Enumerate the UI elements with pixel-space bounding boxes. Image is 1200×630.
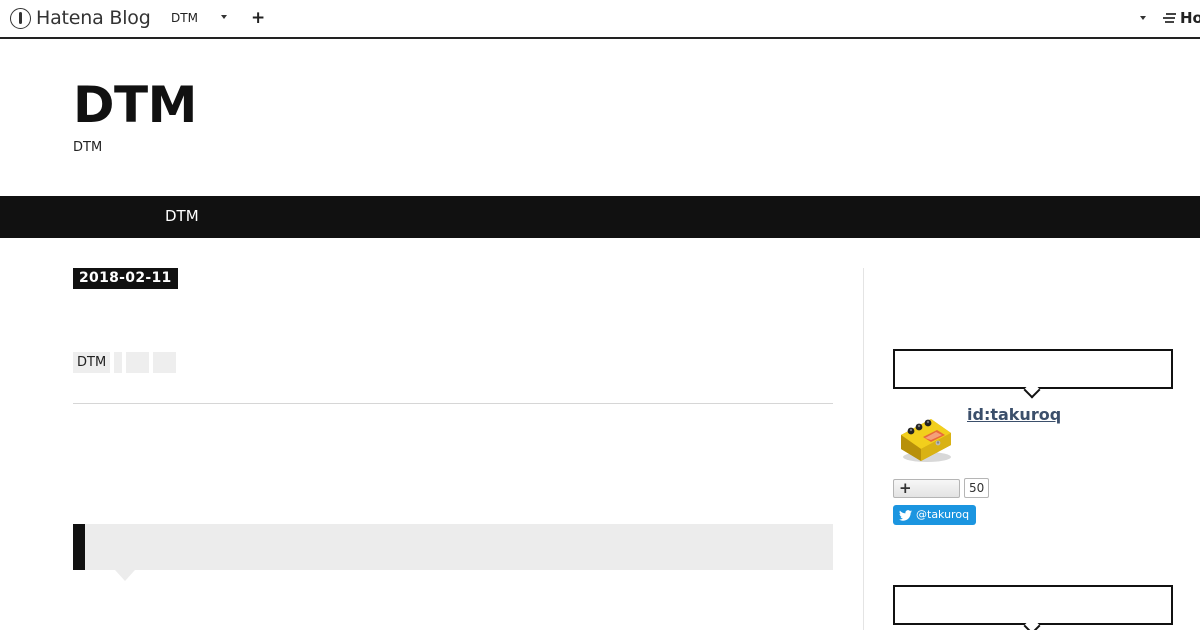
follow-button[interactable]: +	[893, 479, 960, 498]
category-tag[interactable]	[153, 352, 177, 373]
entry-categories: DTM	[73, 352, 177, 373]
chevron-down-icon[interactable]	[221, 15, 227, 19]
blog-title[interactable]: DTM	[73, 76, 197, 134]
sidebar-module-title-profile	[893, 349, 1173, 389]
sidebar-divider	[863, 268, 864, 630]
plus-icon[interactable]: +	[251, 8, 266, 28]
logo-text: Hatena Blog	[36, 7, 151, 29]
twitter-bird-icon	[899, 509, 912, 521]
hatena-logo-icon	[1163, 11, 1177, 25]
profile-id-link[interactable]: id:takuroq	[967, 405, 1062, 424]
hatena-blog-logo[interactable]: Hatena Blog	[10, 7, 151, 29]
nav-item-dtm[interactable]: DTM	[165, 207, 199, 225]
twitter-follow-button[interactable]: @takuroq	[893, 505, 977, 525]
hatena-right-logo-text: Ho	[1180, 9, 1200, 27]
plus-icon: +	[899, 479, 912, 497]
hatena-blog-logo-icon	[10, 7, 31, 29]
entry-divider	[73, 403, 833, 404]
guitar-pedal-image	[901, 419, 951, 462]
blog-description: DTM	[73, 140, 103, 155]
follower-count: 50	[964, 478, 990, 498]
sidebar-module-title	[893, 585, 1173, 625]
entry-date[interactable]: 2018-02-11	[73, 268, 178, 289]
category-tag[interactable]	[114, 352, 123, 373]
blog-switcher-label[interactable]: DTM	[171, 11, 198, 25]
heading-arrow	[115, 570, 135, 581]
category-tag[interactable]	[126, 352, 150, 373]
section-heading	[73, 524, 833, 570]
heading-accent-bar	[73, 524, 85, 570]
hatena-right-logo[interactable]: Ho	[1163, 9, 1200, 27]
user-menu-chevron-down-icon[interactable]	[1140, 16, 1146, 20]
global-nav: DTM	[0, 196, 1200, 238]
twitter-handle: @takuroq	[916, 508, 970, 521]
global-header: Hatena Blog DTM + Ho	[0, 0, 1200, 39]
category-tag-dtm[interactable]: DTM	[73, 352, 111, 373]
avatar[interactable]	[893, 405, 957, 469]
